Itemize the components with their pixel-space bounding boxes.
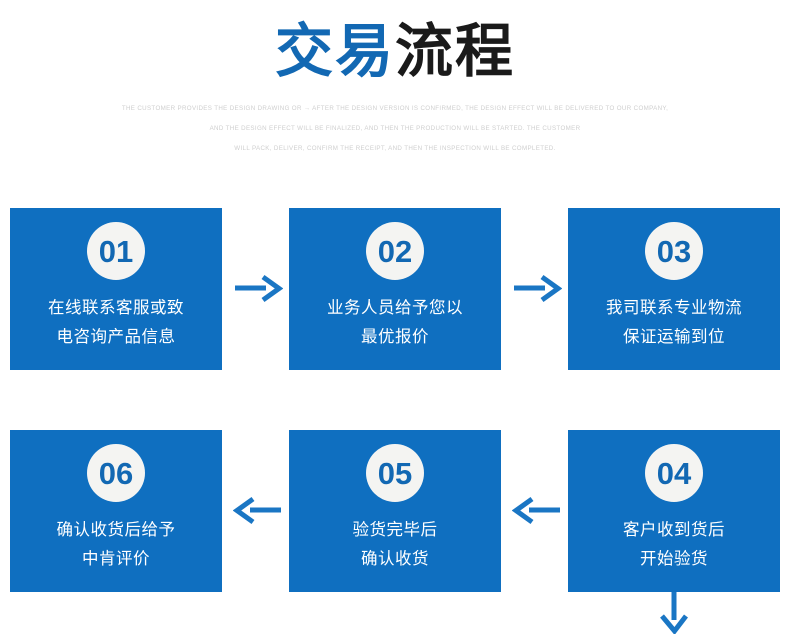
step-description: 客户收到货后 开始验货 (623, 516, 725, 574)
step-description: 业务人员给予您以 最优报价 (327, 294, 463, 352)
subtitle-line-1: THE CUSTOMER PROVIDES THE DESIGN DRAWING… (121, 104, 669, 112)
arrow-left-icon (233, 496, 283, 526)
step-description: 我司联系专业物流 保证运输到位 (606, 294, 742, 352)
process-row-bottom: 06 确认收货后给予 中肯评价 05 验货完毕后 确认收货 (0, 430, 790, 592)
step-description-line-2: 保证运输到位 (623, 328, 725, 346)
step-number-badge: 04 (645, 444, 703, 502)
step-description-line-1: 我司联系专业物流 (606, 299, 742, 317)
page-title-blue: 交易 (274, 19, 395, 84)
step-description-line-1: 客户收到货后 (623, 521, 725, 539)
process-row-top: 01 在线联系客服或致 电咨询产品信息 02 业务人员给予您以 最优报价 (0, 208, 790, 370)
step-number-badge: 02 (366, 222, 424, 280)
page-title: 交易流程 (0, 19, 790, 84)
header: 交易流程 THE CUSTOMER PROVIDES THE DESIGN DR… (0, 0, 790, 159)
step-description-line-2: 开始验货 (640, 550, 708, 568)
step-description-line-1: 验货完毕后 (352, 521, 438, 539)
step-card-06[interactable]: 06 确认收货后给予 中肯评价 (10, 430, 222, 592)
subtitle-line-3: WILL PACK, DELIVER, CONFIRM THE RECEIPT,… (234, 144, 556, 152)
step-number-badge: 05 (366, 444, 424, 502)
arrow-right-icon (512, 274, 562, 304)
step-description-line-1: 业务人员给予您以 (327, 299, 463, 317)
subtitle-block: THE CUSTOMER PROVIDES THE DESIGN DRAWING… (45, 99, 745, 159)
step-description-line-2: 最优报价 (361, 328, 429, 346)
step-description-line-2: 中肯评价 (82, 550, 150, 568)
step-description: 在线联系客服或致 电咨询产品信息 (48, 294, 184, 352)
step-description-line-1: 确认收货后给予 (56, 521, 176, 539)
step-number-badge: 01 (87, 222, 145, 280)
step-description-line-2: 确认收货 (361, 550, 429, 568)
step-card-05[interactable]: 05 验货完毕后 确认收货 (289, 430, 501, 592)
step-card-01[interactable]: 01 在线联系客服或致 电咨询产品信息 (10, 208, 222, 370)
step-number-badge: 03 (645, 222, 703, 280)
step-description: 确认收货后给予 中肯评价 (57, 516, 176, 574)
subtitle-line-2: AND THE DESIGN EFFECT WILL BE FINALIZED,… (209, 124, 581, 132)
arrow-down-icon (655, 586, 693, 634)
page-title-dark: 流程 (395, 19, 516, 84)
step-card-04[interactable]: 04 客户收到货后 开始验货 (568, 430, 780, 592)
step-description: 验货完毕后 确认收货 (353, 516, 438, 574)
arrow-left-icon (512, 496, 562, 526)
arrow-right-icon (233, 274, 283, 304)
step-card-03[interactable]: 03 我司联系专业物流 保证运输到位 (568, 208, 780, 370)
step-number-badge: 06 (87, 444, 145, 502)
step-description-line-1: 在线联系客服或致 (48, 299, 184, 317)
step-description-line-2: 电咨询产品信息 (56, 328, 176, 346)
step-card-02[interactable]: 02 业务人员给予您以 最优报价 (289, 208, 501, 370)
process-flow: 01 在线联系客服或致 电咨询产品信息 02 业务人员给予您以 最优报价 (0, 208, 790, 634)
